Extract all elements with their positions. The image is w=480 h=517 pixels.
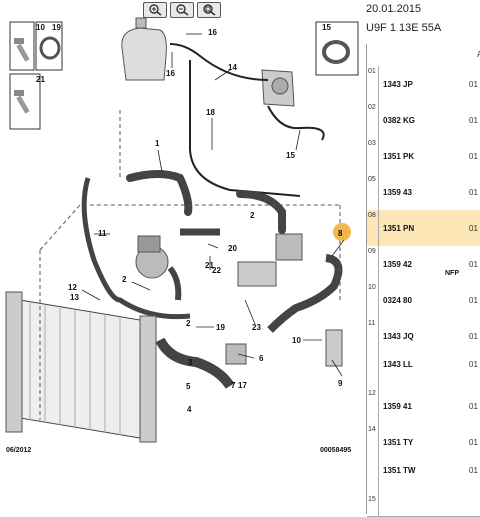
- part-reference[interactable]: 1351 TW: [383, 466, 416, 475]
- vin-label: U9F 1 13E 55A: [366, 22, 442, 34]
- row-index: 02: [367, 102, 379, 138]
- row-index: 12: [367, 388, 379, 424]
- part-quantity: 01: [469, 188, 478, 197]
- part-quantity: 01: [469, 332, 478, 341]
- callout-2[interactable]: 2: [122, 275, 127, 284]
- callout-19[interactable]: 19: [52, 23, 61, 32]
- callout-22[interactable]: 22: [212, 266, 221, 275]
- row-index: 14: [367, 424, 379, 494]
- column-letter: A: [477, 50, 480, 59]
- callout-16[interactable]: 16: [166, 69, 175, 78]
- callout-2[interactable]: 2: [186, 319, 191, 328]
- part-quantity: 01: [469, 296, 478, 305]
- callout-20[interactable]: 20: [228, 244, 237, 253]
- bolt-shape: [14, 38, 24, 44]
- callout-14[interactable]: 14: [228, 63, 237, 72]
- part-quantity: 01: [469, 152, 478, 161]
- row-index: 11: [367, 318, 379, 388]
- parts-column-header: A: [367, 44, 480, 67]
- callout-4[interactable]: 4: [187, 405, 192, 414]
- parts-row[interactable]: 11 1343 JQ 01 1343 LL 01: [367, 318, 480, 389]
- callout-19[interactable]: 19: [216, 323, 225, 332]
- callout-17[interactable]: 17: [238, 381, 247, 390]
- inset-box-10: [9, 21, 35, 71]
- zoom-out-button[interactable]: [170, 2, 194, 18]
- part-reference[interactable]: 1359 41: [383, 402, 412, 411]
- parts-row[interactable]: 08 1351 PN 01: [367, 210, 480, 247]
- callout-8[interactable]: 8: [338, 229, 343, 238]
- clamp-shape: [39, 36, 61, 60]
- callout-10[interactable]: 10: [292, 336, 301, 345]
- part-quantity: 01: [469, 360, 478, 369]
- callout-1[interactable]: 1: [155, 139, 160, 148]
- part-reference[interactable]: 1343 JP: [383, 80, 413, 89]
- parts-row[interactable]: 02 0382 KG 01: [367, 102, 480, 139]
- parts-row[interactable]: 12 1359 41 01: [367, 388, 480, 425]
- callout-13[interactable]: 13: [70, 293, 79, 302]
- callout-9[interactable]: 9: [338, 379, 343, 388]
- part-quantity: 01: [469, 224, 478, 233]
- callout-18[interactable]: 18: [206, 108, 215, 117]
- row-index: 10: [367, 282, 379, 318]
- part-quantity: 01: [469, 466, 478, 475]
- part-reference[interactable]: 0382 KG: [383, 116, 416, 125]
- callout-7[interactable]: 7: [231, 381, 236, 390]
- part-reference[interactable]: 1359 43: [383, 188, 412, 197]
- callout-21[interactable]: 21: [36, 75, 45, 84]
- footer-left: 06/2012: [6, 447, 31, 454]
- part-reference[interactable]: 1351 PN: [383, 224, 415, 233]
- parts-row[interactable]: 10 0324 80 01: [367, 282, 480, 319]
- part-reference[interactable]: 1351 PK: [383, 152, 415, 161]
- date-label: 20.01.2015: [366, 3, 422, 15]
- callout-10[interactable]: 10: [36, 23, 45, 32]
- zoom-in-icon: [149, 4, 162, 16]
- callout-2[interactable]: 2: [250, 211, 255, 220]
- callout-3[interactable]: 3: [188, 358, 193, 367]
- callout-11[interactable]: 11: [98, 229, 107, 238]
- row-index: 15: [367, 494, 379, 516]
- row-index: 01: [367, 66, 379, 102]
- callout-16[interactable]: 16: [208, 28, 217, 37]
- parts-row[interactable]: 14 1351 TY 01 1351 TW 01: [367, 424, 480, 495]
- zoom-out-icon: [176, 4, 189, 16]
- row-index: 03: [367, 138, 379, 174]
- parts-row[interactable]: 01 1343 JP 01: [367, 66, 480, 103]
- header: 20.01.2015 U9F 1 13E 55A: [366, 0, 480, 44]
- zoom-in-button[interactable]: [143, 2, 167, 18]
- part-quantity: 01: [469, 116, 478, 125]
- row-index: 08: [367, 210, 379, 246]
- part-quantity: 01: [469, 438, 478, 447]
- part-quantity: 01: [469, 80, 478, 89]
- callout-15[interactable]: 15: [286, 151, 295, 160]
- callout-6[interactable]: 6: [259, 354, 264, 363]
- part-reference[interactable]: 1351 TY: [383, 438, 414, 447]
- part-quantity: 01: [469, 402, 478, 411]
- callout-23[interactable]: 23: [252, 323, 261, 332]
- part-reference[interactable]: 1343 LL: [383, 360, 413, 369]
- inset-box-19: [35, 21, 63, 71]
- callout-12[interactable]: 12: [68, 283, 77, 292]
- highlighted-callout[interactable]: [333, 223, 351, 241]
- zoom-fit-button[interactable]: [197, 2, 221, 18]
- parts-row[interactable]: 03 1351 PK 01: [367, 138, 480, 175]
- parts-row[interactable]: 05 1359 43 01: [367, 174, 480, 211]
- row-index: 05: [367, 174, 379, 210]
- callout-5[interactable]: 5: [186, 382, 191, 391]
- footer-right: 00058495: [320, 447, 351, 454]
- part-reference[interactable]: 1359 42: [383, 260, 412, 269]
- zoom-fit-icon: [203, 4, 216, 16]
- part-note: NFP: [445, 270, 459, 277]
- inset-box-15: [315, 21, 359, 76]
- part-reference[interactable]: 0324 80: [383, 296, 412, 305]
- part-quantity: 01: [469, 260, 478, 269]
- row-index: 09: [367, 246, 379, 282]
- callout-15[interactable]: 15: [322, 23, 331, 32]
- part-reference[interactable]: 1343 JQ: [383, 332, 414, 341]
- inset-box-21: [9, 73, 41, 130]
